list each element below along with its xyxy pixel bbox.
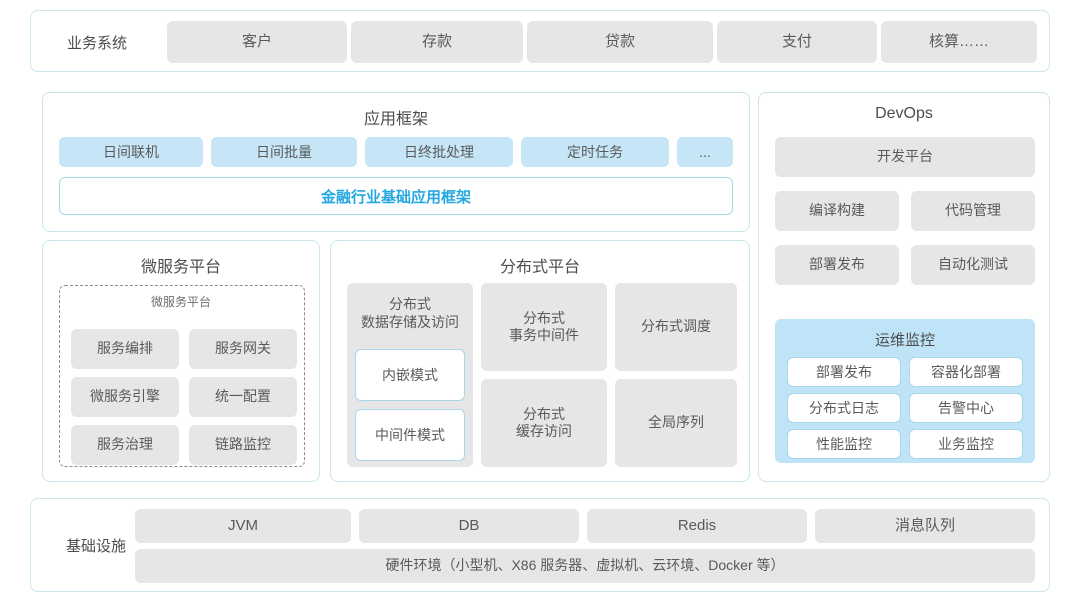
business-system-chip-3[interactable]: 支付 — [717, 21, 877, 63]
business-system-chip-2[interactable]: 贷款 — [527, 21, 713, 63]
ops-monitor-chip-2[interactable]: 分布式日志 — [787, 393, 901, 423]
app-framework-tag-2[interactable]: 日终批处理 — [365, 137, 513, 167]
infrastructure-chip-1[interactable]: DB — [359, 509, 579, 543]
distributed-cell-0[interactable]: 分布式 事务中间件 — [481, 283, 607, 371]
application-framework-panel: 应用框架 日间联机日间批量日终批处理定时任务... 金融行业基础应用框架 — [42, 92, 750, 232]
microservice-chip-3[interactable]: 统一配置 — [189, 377, 297, 417]
devops-chip-0[interactable]: 编译构建 — [775, 191, 899, 231]
app-framework-tag-0[interactable]: 日间联机 — [59, 137, 203, 167]
dev-platform-chip[interactable]: 开发平台 — [775, 137, 1035, 177]
embedded-mode-chip[interactable]: 内嵌模式 — [355, 349, 465, 401]
distributed-platform-panel: 分布式平台 分布式 数据存储及访问 内嵌模式 中间件模式 分布式 事务中间件分布… — [330, 240, 750, 482]
business-system-chip-0[interactable]: 客户 — [167, 21, 347, 63]
microservice-chip-5[interactable]: 链路监控 — [189, 425, 297, 465]
microservice-chip-0[interactable]: 服务编排 — [71, 329, 179, 369]
devops-chip-1[interactable]: 代码管理 — [911, 191, 1035, 231]
microservice-chip-1[interactable]: 服务网关 — [189, 329, 297, 369]
devops-title: DevOps — [875, 105, 933, 122]
ops-monitoring-group: 运维监控 部署发布容器化部署分布式日志告警中心性能监控业务监控 — [775, 319, 1035, 463]
devops-chip-3[interactable]: 自动化测试 — [911, 245, 1035, 285]
distributed-cell-3[interactable]: 全局序列 — [615, 379, 737, 467]
microservice-platform-panel: 微服务平台 微服务平台 服务编排服务网关微服务引擎统一配置服务治理链路监控 — [42, 240, 320, 482]
infrastructure-label: 基础设施 — [65, 537, 126, 555]
app-framework-tag-1[interactable]: 日间批量 — [211, 137, 357, 167]
app-framework-tag-3[interactable]: 定时任务 — [521, 137, 669, 167]
infrastructure-chip-0[interactable]: JVM — [135, 509, 351, 543]
middleware-mode-chip[interactable]: 中间件模式 — [355, 409, 465, 461]
infrastructure-chip-2[interactable]: Redis — [587, 509, 807, 543]
business-systems-panel: 业务系统 客户存款贷款支付核算…… — [30, 10, 1050, 72]
distributed-data-storage-card: 分布式 数据存储及访问 内嵌模式 中间件模式 — [347, 283, 473, 467]
app-framework-tag-4[interactable]: ... — [677, 137, 733, 167]
devops-chip-2[interactable]: 部署发布 — [775, 245, 899, 285]
financial-foundation-framework-bar: 金融行业基础应用框架 — [59, 177, 733, 215]
microservice-platform-title: 微服务平台 — [140, 259, 221, 276]
distributed-cell-1[interactable]: 分布式调度 — [615, 283, 737, 371]
ops-monitor-chip-0[interactable]: 部署发布 — [787, 357, 901, 387]
microservice-inner-title: 微服务平台 — [150, 295, 211, 309]
ops-monitor-chip-4[interactable]: 性能监控 — [787, 429, 901, 459]
business-system-chip-4[interactable]: 核算…… — [881, 21, 1037, 63]
distributed-data-storage-title: 分布式 数据存储及访问 — [361, 296, 459, 331]
business-system-chip-1[interactable]: 存款 — [351, 21, 523, 63]
ops-monitoring-title: 运维监控 — [874, 332, 935, 349]
infrastructure-chip-3[interactable]: 消息队列 — [815, 509, 1035, 543]
hardware-environment-chip[interactable]: 硬件环境（小型机、X86 服务器、虚拟机、云环境、Docker 等） — [135, 549, 1035, 583]
microservice-dashed-group — [59, 285, 305, 467]
distributed-platform-title: 分布式平台 — [499, 259, 580, 276]
ops-monitor-chip-5[interactable]: 业务监控 — [909, 429, 1023, 459]
application-framework-title: 应用框架 — [363, 111, 428, 128]
ops-monitor-chip-1[interactable]: 容器化部署 — [909, 357, 1023, 387]
ops-monitor-chip-3[interactable]: 告警中心 — [909, 393, 1023, 423]
microservice-chip-2[interactable]: 微服务引擎 — [71, 377, 179, 417]
devops-panel: DevOps 开发平台 编译构建代码管理部署发布自动化测试 运维监控 部署发布容… — [758, 92, 1050, 482]
distributed-cell-2[interactable]: 分布式 缓存访问 — [481, 379, 607, 467]
microservice-chip-4[interactable]: 服务治理 — [71, 425, 179, 465]
business-systems-label: 业务系统 — [66, 34, 127, 52]
